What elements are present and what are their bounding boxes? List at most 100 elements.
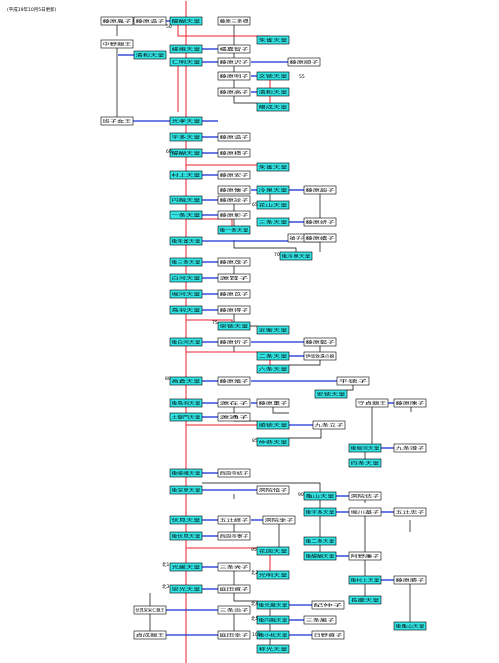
emperor-node: 後白河天皇	[169, 337, 203, 347]
update-date-note: (平成19年10月5日更新)	[7, 8, 57, 13]
node-label: 後円融天皇	[259, 617, 288, 623]
connector-line	[202, 482, 321, 492]
generation-number: 50	[166, 24, 172, 30]
node-label: 藤原嬉子	[306, 235, 335, 241]
relative-node: 三条厳子	[303, 615, 337, 625]
relative-node: 五辻忠子	[393, 507, 427, 517]
node-label: 貞成親王	[136, 632, 165, 638]
generation-number: 70	[274, 252, 280, 258]
relative-node: 庭田幸子	[217, 630, 251, 640]
node-label: 後堀河天皇	[351, 445, 380, 451]
emperor-node: 高倉天皇	[169, 376, 203, 386]
node-label: 源通子	[220, 414, 249, 420]
node-box	[287, 57, 321, 67]
node-label: 後醍醐天皇	[306, 553, 335, 559]
node-box	[256, 364, 290, 374]
node-label: 藤原彰子	[220, 212, 249, 218]
node-label: 堀川基子	[351, 509, 380, 515]
node-box	[169, 562, 203, 572]
generation-number: 北5	[251, 615, 258, 622]
node-box	[348, 443, 382, 453]
relative-node: 藤原懿子	[303, 337, 337, 347]
relative-node: 橘嘉智子	[217, 44, 251, 54]
emperor-node: 二条天皇	[256, 351, 290, 361]
generation-number: 75	[212, 320, 218, 326]
generation-number: 北4	[251, 600, 258, 607]
emperor-node: 嵯峨天皇	[169, 44, 203, 54]
node-box	[169, 195, 203, 205]
node-label: 藤原沢子	[220, 59, 249, 65]
node-label: 藤原殖子	[220, 378, 249, 384]
node-label: 醍醐天皇	[172, 150, 201, 156]
emperor-node: 花山天皇	[256, 200, 290, 210]
node-label: 橘嘉智子	[220, 46, 249, 52]
node-box	[217, 289, 251, 299]
node-box	[169, 376, 203, 386]
node-box	[256, 420, 290, 430]
node-label: 伏見宮栄仁親王	[136, 607, 165, 613]
emperor-node: 醍醐天皇	[169, 16, 203, 26]
emperor-node: 花園天皇	[256, 546, 290, 556]
node-label: 藤原茂子	[220, 259, 249, 265]
relative-node: 藤原胤子	[100, 16, 134, 26]
relative-node: 伏見宮栄仁親王	[133, 605, 167, 615]
node-box	[256, 325, 290, 335]
node-label: 白河天皇	[172, 275, 201, 281]
relative-node: 藤原勝子	[393, 575, 427, 585]
node-box	[217, 71, 251, 81]
node-label: 藤原重子	[259, 400, 288, 406]
node-label: 醍醐天皇	[172, 18, 201, 24]
node-box	[169, 132, 203, 142]
relative-node: 藤原明子	[217, 71, 251, 81]
node-box	[217, 337, 251, 347]
node-box	[336, 376, 370, 386]
emperor-node: 土御門天皇	[169, 412, 203, 422]
node-box	[256, 217, 290, 227]
node-box	[217, 531, 251, 541]
node-box	[217, 515, 251, 525]
node-label: 藤原苡子	[220, 291, 249, 297]
node-label: 五辻忠子	[396, 509, 425, 515]
emperor-node: 順徳天皇	[256, 420, 290, 430]
node-box	[217, 16, 251, 26]
node-box	[217, 562, 251, 572]
relative-node: 藤原苡子	[217, 289, 251, 299]
node-label: 洞院季子	[265, 517, 294, 523]
node-label: 六条天皇	[259, 366, 288, 372]
node-box	[217, 630, 251, 640]
node-box	[256, 71, 290, 81]
node-box	[348, 575, 382, 585]
node-label: 藤原陳子	[396, 400, 425, 406]
node-box	[169, 584, 203, 594]
relative-node: 西園寺寧子	[217, 531, 251, 541]
node-label: 伏見天皇	[172, 517, 201, 523]
node-box	[393, 575, 427, 585]
node-label: 後深草天皇	[172, 487, 201, 493]
node-box	[303, 536, 337, 546]
emperor-node: 文徳天皇	[256, 71, 290, 81]
node-box	[279, 251, 313, 261]
node-label: 村上天皇	[172, 172, 201, 178]
relative-node: 伊岐致遠の娘	[303, 351, 337, 361]
relative-node: 藤原忻子	[217, 337, 251, 347]
node-box	[348, 551, 382, 561]
node-box	[169, 148, 203, 158]
relative-node: 貞成親王	[133, 630, 167, 640]
node-box	[256, 615, 290, 625]
node-box	[393, 621, 427, 631]
node-label: 土御門天皇	[172, 414, 201, 420]
node-box	[217, 273, 251, 283]
node-label: 藤原懐子	[220, 187, 249, 193]
node-box	[217, 398, 251, 408]
node-label: 冷泉天皇	[259, 187, 288, 193]
node-label: 花山天皇	[259, 202, 288, 208]
relative-node: 三条治子	[217, 605, 251, 615]
node-box	[303, 337, 337, 347]
node-box	[256, 102, 290, 112]
node-label: 後光厳天皇	[259, 602, 288, 608]
node-box	[312, 420, 346, 430]
node-box	[256, 644, 290, 654]
node-label: 円融天皇	[172, 197, 201, 203]
node-label: 藤原安子	[220, 172, 249, 178]
emperor-node: 伏見天皇	[169, 515, 203, 525]
